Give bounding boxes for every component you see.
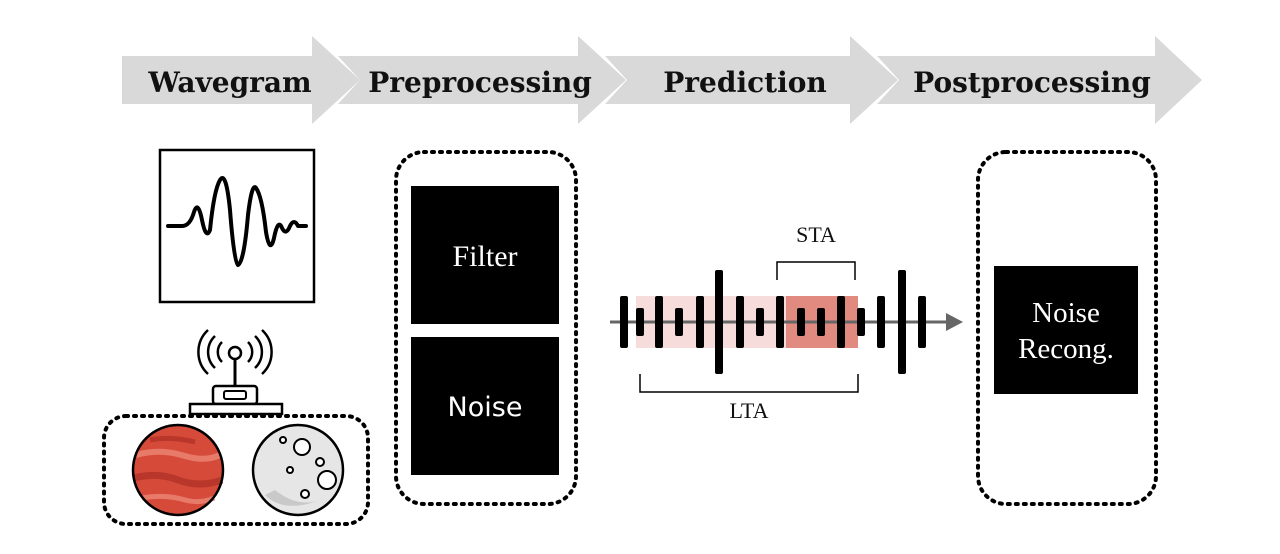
sta-label: STA	[796, 222, 836, 247]
stage-label-wavegram: Wavegram	[147, 66, 311, 99]
stage-label-prediction: Prediction	[663, 66, 827, 99]
filter-box: Filter	[411, 186, 559, 324]
stage-label-postprocessing: Postprocessing	[913, 66, 1151, 99]
stage-label-preprocessing: Preprocessing	[368, 66, 592, 99]
planets-container	[102, 414, 370, 526]
antenna-icon	[188, 329, 284, 416]
postprocessing-container	[976, 150, 1158, 506]
stage-arrow-wavegram	[122, 36, 360, 124]
lta-label: LTA	[730, 398, 769, 423]
moon-icon	[251, 423, 345, 517]
noise-recognition-line2: Recong.	[1018, 333, 1114, 365]
noise-recognition-line1: Noise	[1032, 297, 1100, 329]
preprocessing-container	[394, 150, 578, 506]
stage-arrows: Wavegram Preprocessing Prediction Postpr…	[122, 36, 1202, 124]
noise-recognition-box: Noise Recong.	[994, 266, 1138, 394]
waveform-icon	[158, 148, 316, 304]
prediction-signal: STA LTA	[610, 222, 963, 423]
time-axis-arrowhead	[946, 313, 963, 331]
lta-bracket	[639, 374, 859, 393]
stage-arrow-prediction	[605, 36, 898, 124]
filter-label: Filter	[453, 240, 518, 273]
signal-bars	[620, 270, 926, 374]
sta-bracket	[776, 261, 856, 280]
mars-planet-icon	[131, 423, 225, 517]
noise-label: Noise	[448, 392, 523, 423]
stage-arrow-postprocessing	[877, 36, 1202, 124]
noise-box: Noise	[411, 337, 559, 475]
stage-arrow-preprocessing	[338, 36, 626, 124]
